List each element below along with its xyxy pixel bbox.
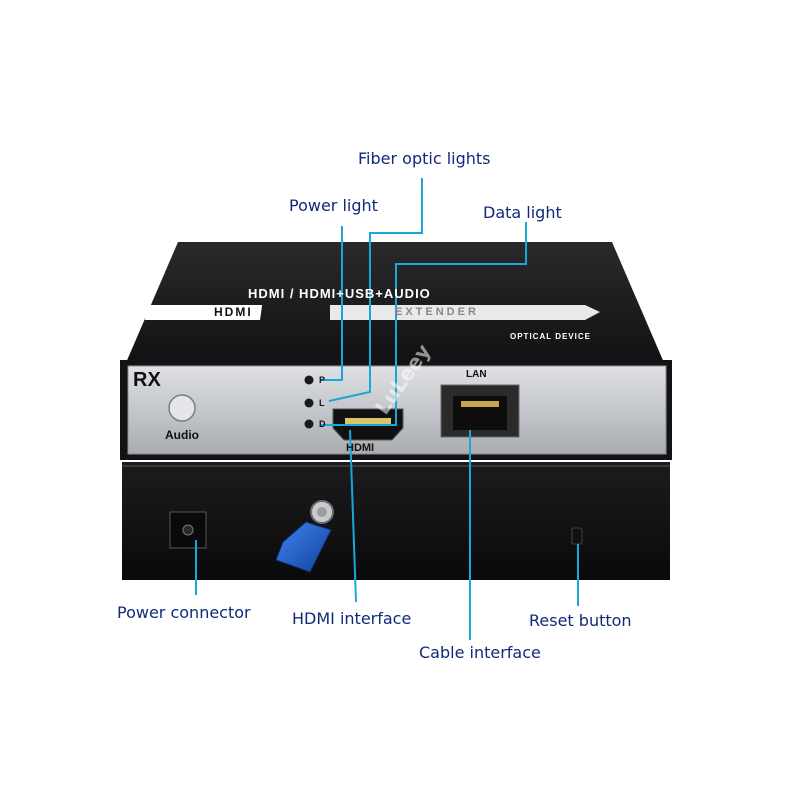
led-letter-l: L [319, 398, 325, 408]
extender-arrow [330, 305, 600, 320]
top-title: HDMI / HDMI+USB+AUDIO [248, 286, 431, 301]
hdmi-port-inner [345, 418, 391, 426]
hdmi-interface-line [349, 429, 357, 603]
fiber-optic-lights-line [328, 178, 423, 402]
top-logo: HDMI [214, 305, 253, 319]
callout-hdmi-interface: HDMI interface [292, 609, 412, 628]
lan-label: LAN [466, 369, 487, 380]
link-led [304, 398, 314, 408]
top-arrow-text: EXTENDER [395, 306, 479, 318]
hdmi-logo-bar [145, 305, 263, 320]
callout-lines [195, 178, 579, 640]
callout-fiber-optic-lights: Fiber optic lights [358, 149, 491, 168]
hdmi-port-label: HDMI [346, 442, 375, 454]
callout-reset-button: Reset button [529, 611, 632, 630]
callout-data-light: Data light [483, 203, 562, 222]
data-light-line [320, 222, 527, 426]
power-light-line [320, 226, 343, 381]
callout-power-light: Power light [289, 196, 378, 215]
blue-terminal-lug [275, 521, 332, 573]
lan-port-contacts [461, 401, 499, 407]
rx-label: RX [133, 369, 161, 391]
reset-button [571, 527, 583, 545]
power-led [304, 375, 314, 385]
top-subtitle: OPTICAL DEVICE [510, 332, 591, 341]
led-letter-d: D [319, 419, 326, 429]
audio-label: Audio [165, 428, 199, 442]
audio-knob [168, 394, 196, 422]
led-letter-p: P [319, 375, 326, 385]
callout-cable-interface: Cable interface [419, 643, 541, 662]
callout-power-connector: Power connector [117, 603, 251, 622]
data-led [304, 419, 314, 429]
